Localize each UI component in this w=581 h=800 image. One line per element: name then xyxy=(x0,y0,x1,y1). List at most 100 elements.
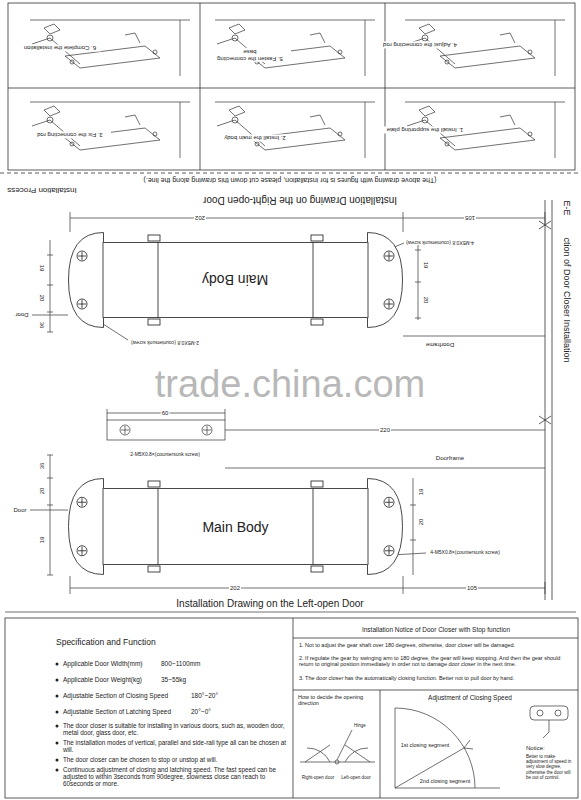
installation-steps-part xyxy=(385,3,386,170)
drawing-label: Adjustable Section of Latching Speed xyxy=(62,708,172,715)
drawing-label: 35~55kg xyxy=(160,676,187,683)
drawing-label: Better to make adjustment of speed in ve… xyxy=(525,754,577,780)
right-open-dimensions-part xyxy=(415,250,421,318)
body-outline-part-part xyxy=(78,300,86,308)
closing-speed-sketch-part xyxy=(530,706,568,720)
body-outline-part-part xyxy=(311,235,323,241)
installation-steps-part xyxy=(30,102,190,158)
body-outline-part-part xyxy=(385,300,393,308)
drawing-label: 19 xyxy=(39,536,46,545)
door-frame-section xyxy=(539,200,552,600)
drawing-label: 3. The door closer has the automatically… xyxy=(298,675,576,681)
drawing-label: 180°~20° xyxy=(190,692,219,699)
drawing-label: Adjustment of Closing Speed xyxy=(427,694,513,701)
installation-steps-part xyxy=(215,102,375,158)
drawing-label: How to decide the opening direction xyxy=(297,694,379,707)
bullet-dots-part xyxy=(56,711,59,714)
body-outline-part-part xyxy=(311,319,323,325)
drawing-label: 202 xyxy=(229,585,241,592)
right-open-dimensions-part xyxy=(47,255,53,332)
bullet-dots xyxy=(56,663,59,772)
drawing-label: 20 xyxy=(39,294,46,303)
drawing-label: ction of Door Closer Installation xyxy=(562,236,572,363)
body-outline-part-part xyxy=(313,242,314,318)
body-outline-part-part xyxy=(368,488,369,565)
drawing-label: The door closer can be chosen to stop or… xyxy=(62,756,289,763)
drawing-label: Doorframe xyxy=(425,342,455,349)
bullet-dots-part xyxy=(56,679,59,682)
drawing-label: 19 xyxy=(423,261,430,270)
closing-speed-sketch-part xyxy=(555,710,561,716)
right-open-dimensions-part xyxy=(418,240,419,320)
drawing-label: 2. Install the main body xyxy=(214,135,296,142)
specification-panel-part xyxy=(293,618,294,798)
closing-speed-sketch-part xyxy=(395,708,475,788)
drawing-label: 19 xyxy=(418,488,425,497)
specification-panel xyxy=(5,618,578,798)
drawing-label: 20 xyxy=(423,296,430,305)
body-outline-part-part xyxy=(158,488,159,565)
drawing-label: Installation Process xyxy=(6,185,77,194)
drawing-label: 2nd closing segment xyxy=(419,778,471,784)
installation-steps-part xyxy=(8,3,575,170)
body-outline-part xyxy=(69,233,403,328)
closing-speed-sketch-part xyxy=(537,710,543,716)
drawing-label: 105 xyxy=(464,215,476,222)
bullet-dots-part xyxy=(56,742,59,745)
body-outline-part xyxy=(69,479,403,575)
left-open-dimensions-part xyxy=(413,478,414,575)
opening-direction-sketch xyxy=(300,730,375,764)
drawing-label: Door xyxy=(12,507,27,514)
body-outline-part-part xyxy=(384,251,394,261)
body-outline-part-part xyxy=(148,235,160,241)
body-outline-part-part xyxy=(311,481,323,487)
left-open-dimensions-part xyxy=(47,455,53,575)
drawing-label: Right-open door xyxy=(301,775,335,780)
left-open-dimensions-part xyxy=(50,455,51,575)
specification-panel-part xyxy=(293,638,578,639)
right-open-dimensions-part xyxy=(70,212,71,232)
specification-panel-part xyxy=(380,690,381,798)
body-outline-part-part xyxy=(77,251,87,261)
drawing-label: Notice: xyxy=(525,745,546,752)
drawing-label: The installation modes of vertical, para… xyxy=(62,739,289,753)
drawing-label: Left-open door xyxy=(340,775,371,780)
drawing-label: Doorframe xyxy=(435,455,465,462)
drawing-label: 20 xyxy=(418,518,425,527)
body-outline-part-part xyxy=(78,547,86,555)
drawing-label: 1st closing segment xyxy=(400,742,451,748)
drawing-label: 202 xyxy=(194,215,206,222)
drawing-label: 6. Complete the installation xyxy=(19,45,101,52)
left-open-dimensions-part xyxy=(107,409,108,420)
body-outline-part-part xyxy=(385,498,393,506)
body-outline-part-part xyxy=(77,299,87,309)
door-frame-section-part xyxy=(539,221,551,424)
bullet-dots-part xyxy=(56,725,59,728)
drawing-label: Installation Drawing on the Left-open Do… xyxy=(175,598,364,610)
drawing-label: Door xyxy=(14,312,29,319)
body-outline-part-part xyxy=(385,252,393,260)
closer-main-body: Main Body xyxy=(68,478,403,575)
drawing-label: Applicable Door Weight(kg) xyxy=(62,676,143,683)
left-open-dimensions-part xyxy=(121,426,211,434)
left-open-dimensions-part xyxy=(410,505,416,540)
drawing-label: Installation Drawing on the Right-open D… xyxy=(202,194,398,206)
right-open-dimensions-part xyxy=(545,212,546,224)
drawing-label: 1. Install the supporting plate xyxy=(384,127,466,134)
drawing-label: 20 xyxy=(39,487,46,496)
left-open-dimensions xyxy=(5,409,576,612)
drawing-label: Adjustable Section of Closing Speed xyxy=(62,692,169,699)
installation-steps-part xyxy=(200,3,201,170)
drawing-label: 1. Not to adjust the gear shaft over 180… xyxy=(298,642,576,648)
opening-direction-sketch-part xyxy=(305,745,330,762)
body-outline-part-part xyxy=(368,242,369,318)
left-open-dimensions-part xyxy=(403,576,404,594)
drawing-label: Continuous adjustment of closing and lat… xyxy=(62,766,289,788)
left-open-dimensions-part xyxy=(225,468,545,469)
body-outline-part-part xyxy=(69,479,403,575)
drawing-label: 36 xyxy=(39,321,46,330)
drawing-label: 60 xyxy=(161,410,170,417)
body-outline-part-part xyxy=(313,488,314,565)
body-outline-part-part xyxy=(78,498,86,506)
body-outline-part-part xyxy=(384,497,394,507)
